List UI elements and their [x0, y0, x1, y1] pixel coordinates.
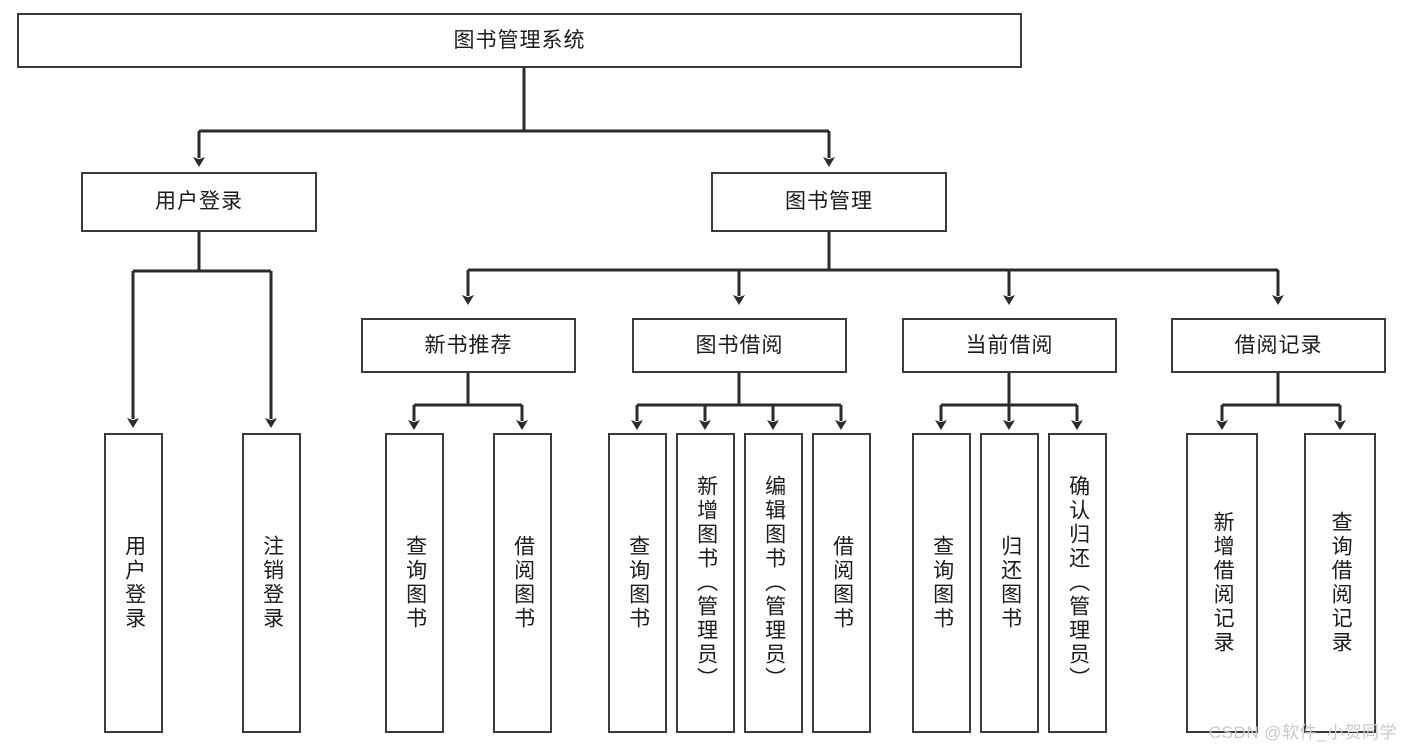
leaf-confirm-return-label: 确认归还（管理员） — [1066, 475, 1090, 691]
leaf-query-book-1-label: 查询图书 — [403, 535, 427, 631]
leaf-borrow-book-1[interactable]: 借阅图书 — [493, 433, 552, 733]
node-book-manage-label: 图书管理 — [785, 190, 873, 214]
leaf-return-book-label: 归还图书 — [998, 535, 1022, 631]
leaf-query-record-label: 查询借阅记录 — [1329, 511, 1353, 655]
leaf-add-record[interactable]: 新增借阅记录 — [1186, 433, 1258, 733]
leaf-user-login-label: 用户登录 — [122, 535, 146, 631]
leaf-query-record[interactable]: 查询借阅记录 — [1304, 433, 1376, 733]
leaf-confirm-return[interactable]: 确认归还（管理员） — [1048, 433, 1107, 733]
leaf-query-book-1[interactable]: 查询图书 — [385, 433, 444, 733]
leaf-borrow-book-2-label: 借阅图书 — [830, 535, 854, 631]
leaf-query-book-2-label: 查询图书 — [626, 535, 650, 631]
leaf-borrow-book-2[interactable]: 借阅图书 — [812, 433, 871, 733]
node-borrow-record-label: 借阅记录 — [1234, 333, 1323, 357]
node-current-borrow[interactable]: 当前借阅 — [902, 318, 1117, 373]
node-borrow-record[interactable]: 借阅记录 — [1171, 318, 1386, 373]
node-book-borrow-label: 图书借阅 — [695, 333, 784, 357]
csdn-watermark: CSDN @软件_小贺同学 — [1208, 723, 1397, 742]
node-book-borrow[interactable]: 图书借阅 — [632, 318, 847, 373]
node-user-login-label: 用户登录 — [155, 190, 243, 214]
leaf-edit-book[interactable]: 编辑图书（管理员） — [744, 433, 803, 733]
leaf-query-book-3[interactable]: 查询图书 — [912, 433, 971, 733]
leaf-user-login[interactable]: 用户登录 — [104, 433, 163, 733]
leaf-query-book-2[interactable]: 查询图书 — [608, 433, 667, 733]
leaf-edit-book-label: 编辑图书（管理员） — [762, 475, 786, 691]
leaf-logout-label: 注销登录 — [260, 535, 284, 631]
node-book-manage[interactable]: 图书管理 — [711, 172, 947, 232]
node-new-book-rec-label: 新书推荐 — [424, 333, 513, 357]
node-current-borrow-label: 当前借阅 — [965, 333, 1054, 357]
node-root-label: 图书管理系统 — [453, 28, 586, 52]
leaf-return-book[interactable]: 归还图书 — [980, 433, 1039, 733]
node-root[interactable]: 图书管理系统 — [17, 13, 1022, 68]
leaf-add-record-label: 新增借阅记录 — [1211, 511, 1235, 655]
leaf-add-book-label: 新增图书（管理员） — [694, 475, 718, 691]
leaf-logout[interactable]: 注销登录 — [242, 433, 301, 733]
leaf-borrow-book-1-label: 借阅图书 — [511, 535, 535, 631]
node-new-book-rec[interactable]: 新书推荐 — [361, 318, 576, 373]
leaf-add-book[interactable]: 新增图书（管理员） — [676, 433, 735, 733]
node-user-login[interactable]: 用户登录 — [81, 172, 317, 232]
leaf-query-book-3-label: 查询图书 — [930, 535, 954, 631]
